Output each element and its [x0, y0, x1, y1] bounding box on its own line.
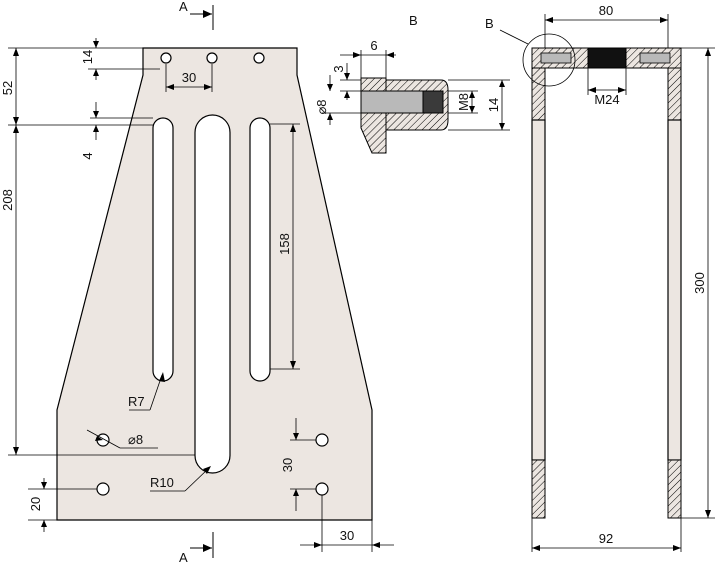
left-leg-bottom-hatch	[531, 459, 546, 519]
svg-text:R10: R10	[150, 475, 174, 490]
dim-208: 208	[0, 125, 195, 456]
hole-right-upper	[315, 433, 329, 447]
svg-text:⌀8: ⌀8	[314, 99, 329, 114]
bolt-right	[639, 52, 671, 64]
dim-52: 52	[0, 47, 153, 126]
plate-view: 52 14 30 4	[0, 38, 394, 552]
svg-text:14: 14	[486, 98, 501, 112]
dim-4: 4	[80, 102, 153, 160]
dim-r7: R7	[128, 372, 165, 411]
detail-title: B	[409, 13, 418, 28]
svg-text:3: 3	[331, 65, 346, 72]
detail-plate-hatch	[360, 77, 387, 154]
svg-text:158: 158	[277, 233, 292, 255]
dim-14-top: 14	[80, 38, 160, 80]
svg-text:52: 52	[0, 81, 15, 95]
svg-text:R7: R7	[128, 394, 145, 409]
dim-30-bottom: 30	[300, 495, 394, 552]
top-hole-1	[160, 52, 172, 64]
svg-text:6: 6	[370, 38, 377, 53]
detail-bolt-end	[422, 90, 444, 114]
svg-text:30: 30	[182, 70, 196, 85]
svg-text:20: 20	[28, 497, 43, 511]
dim-20: 20	[28, 478, 97, 532]
svg-text:4: 4	[80, 152, 95, 159]
svg-text:208: 208	[0, 189, 15, 211]
slot-center	[194, 114, 231, 474]
top-hole-3	[253, 52, 265, 64]
dim-r10: R10	[150, 466, 211, 492]
dim-d8: ⌀8	[86, 429, 158, 449]
svg-text:80: 80	[599, 3, 613, 18]
dim-158: 158	[270, 123, 300, 370]
hole-left-lower	[96, 482, 110, 496]
section-marker-top: A	[179, 0, 214, 30]
side-view: B 80 M24 300 92	[485, 3, 715, 552]
left-leg	[531, 119, 546, 461]
svg-text:30: 30	[280, 458, 295, 472]
svg-text:92: 92	[599, 531, 613, 546]
detail-callout-label: B	[485, 16, 494, 31]
right-leg-top-hatch	[667, 67, 682, 121]
svg-text:⌀8: ⌀8	[128, 432, 143, 447]
right-leg-bottom-hatch	[667, 459, 682, 519]
detail-view-b: B 6 3 ⌀8 M8	[314, 13, 510, 154]
svg-text:300: 300	[692, 272, 707, 294]
m24-nut	[587, 47, 627, 69]
slot-left	[152, 117, 174, 382]
slot-right	[249, 117, 271, 382]
bolt-left	[540, 52, 572, 64]
svg-text:14: 14	[80, 50, 95, 64]
section-letter-top: A	[179, 0, 188, 14]
right-leg	[667, 119, 682, 461]
left-leg-top-hatch	[531, 67, 546, 121]
dim-30-right: 30	[280, 418, 316, 511]
svg-text:30: 30	[340, 528, 354, 543]
top-hole-2	[206, 52, 218, 64]
dim-30-top: 30	[165, 64, 213, 92]
detail-callout-circle	[522, 33, 576, 87]
svg-text:M8: M8	[456, 93, 471, 111]
section-letter-bottom: A	[179, 550, 188, 565]
hole-right-lower	[315, 482, 329, 496]
section-marker-bottom: A	[179, 532, 214, 565]
svg-text:M24: M24	[594, 92, 619, 107]
